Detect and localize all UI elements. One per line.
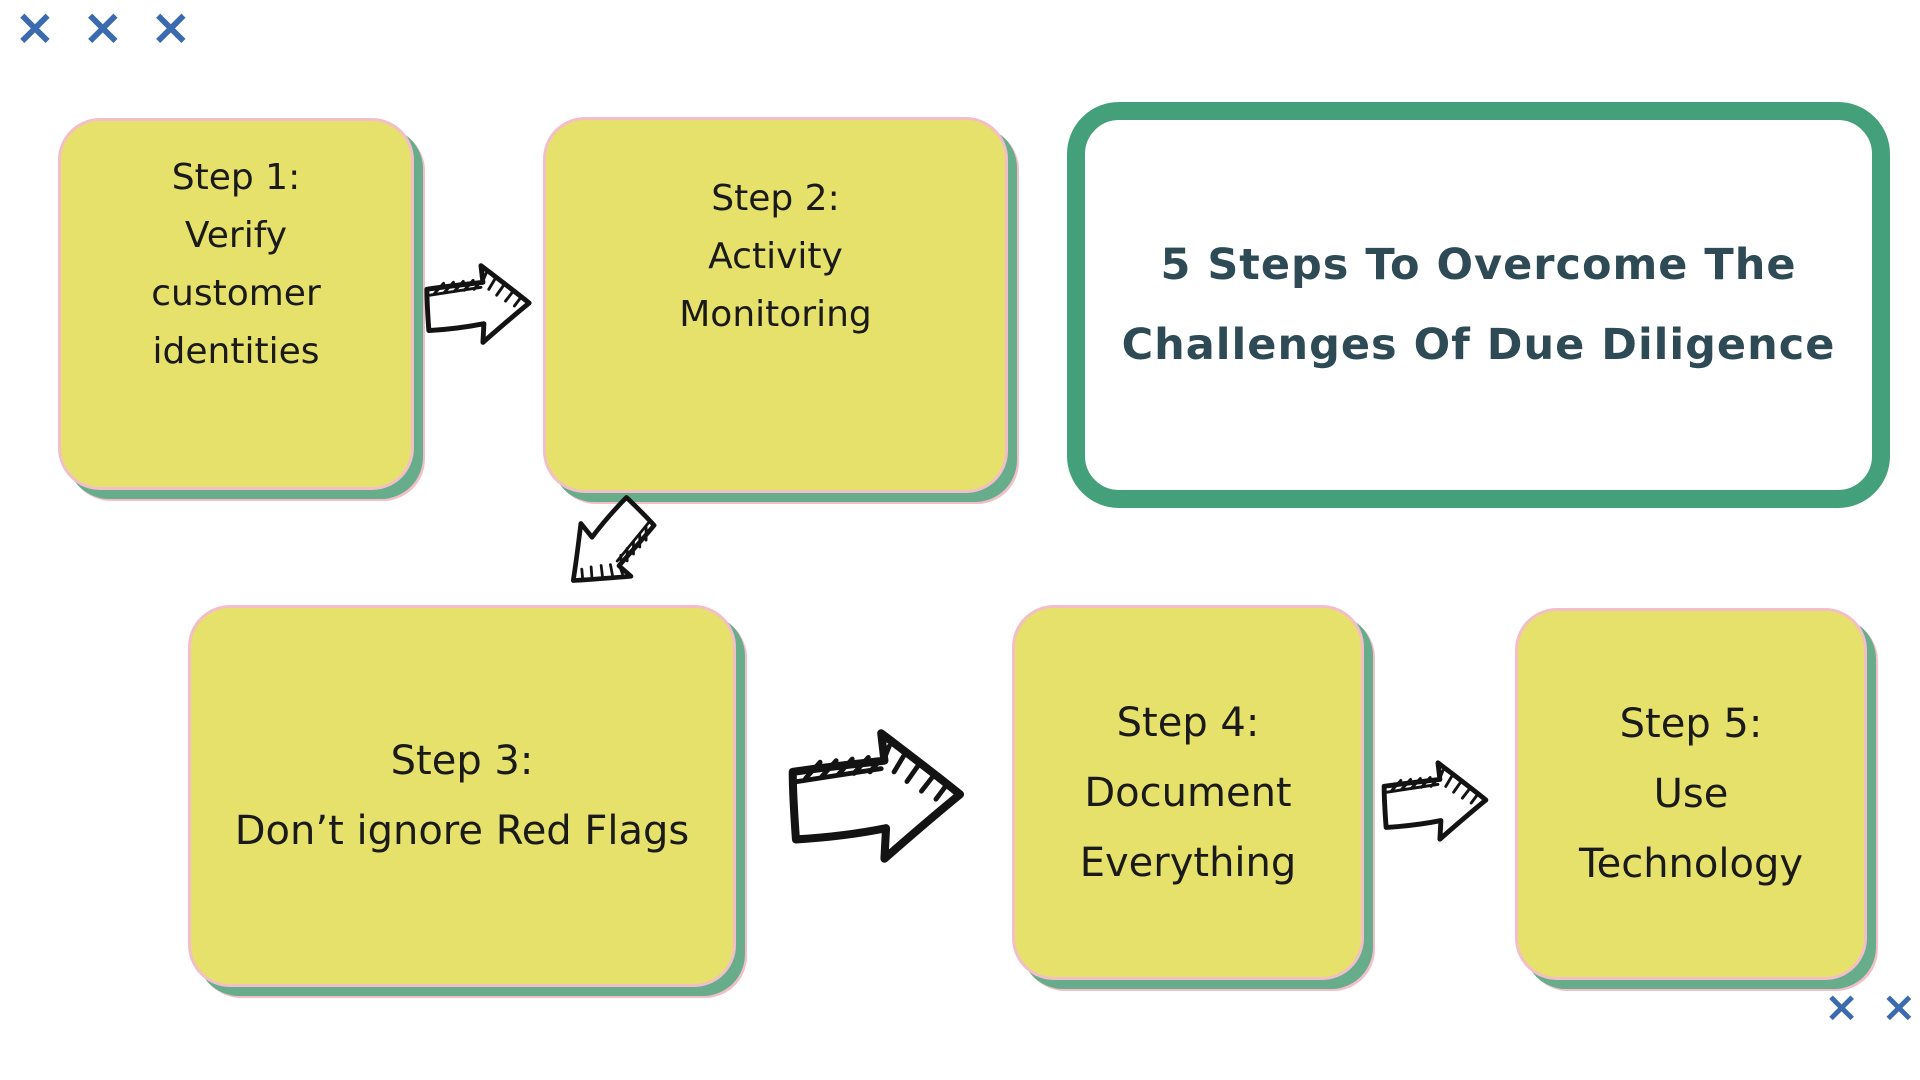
arrow-right-icon [420, 258, 538, 350]
step-5-line: Technology [1578, 841, 1804, 887]
step-1-line: Verify [184, 215, 288, 256]
title-line-1: 5 Steps To Overcome The [1160, 240, 1797, 290]
step-2-line: Step 2: [711, 178, 840, 219]
step-2-line: Monitoring [679, 294, 872, 335]
step-4-line: Everything [1079, 839, 1297, 886]
crop-marks-bottom-right: × × [1824, 986, 1916, 1028]
arrow-right-icon [778, 722, 978, 870]
crop-marks-top-left: × × × [14, 2, 192, 52]
step-5-line: Step 5: [1619, 701, 1763, 747]
step-2-box: Step 2: Activity Monitoring [543, 117, 1008, 493]
step-3-line: Don’t ignore Red Flags [234, 808, 690, 854]
step-5-line: Use [1653, 771, 1729, 817]
step-2-line: Activity [708, 236, 843, 277]
step-1-line: identities [152, 331, 320, 372]
title-line-2: Challenges Of Due Diligence [1121, 320, 1836, 370]
title-box: 5 Steps To Overcome The Challenges Of Du… [1067, 102, 1890, 508]
step-4-line: Document [1084, 769, 1292, 816]
x-mark-icon: × [149, 0, 192, 56]
x-mark-icon: × [14, 0, 56, 56]
arrow-right-icon [1377, 756, 1495, 846]
arrow-down-left-icon [548, 490, 668, 605]
step-5-box: Step 5: Use Technology [1515, 608, 1867, 980]
step-1-line: Step 1: [171, 157, 301, 198]
step-3-line: Step 3: [390, 738, 534, 784]
step-1-box: Step 1: Verify customer identities [58, 118, 414, 490]
x-mark-icon: × [81, 0, 124, 56]
step-4-line: Step 4: [1116, 699, 1260, 746]
step-4-box: Step 4: Document Everything [1012, 605, 1364, 980]
step-1-line: customer [151, 273, 321, 314]
step-3-box: Step 3: Don’t ignore Red Flags [188, 605, 736, 987]
x-mark-icon: × [1881, 982, 1917, 1031]
arrow-down-left-glyph [538, 478, 679, 617]
x-mark-icon: × [1824, 982, 1860, 1031]
